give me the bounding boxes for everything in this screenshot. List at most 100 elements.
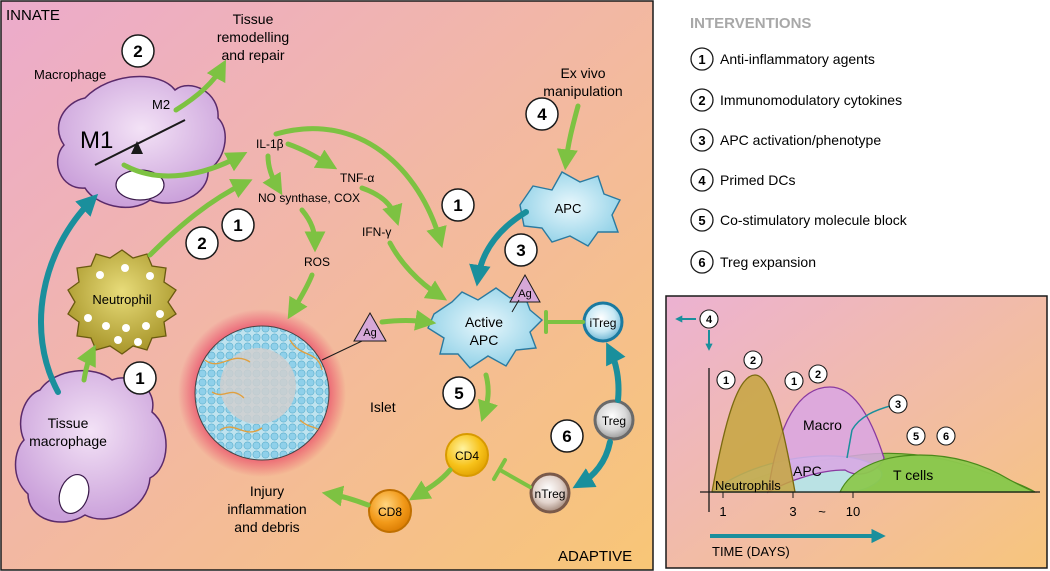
macrophage-label: Macrophage bbox=[34, 67, 106, 82]
intervention-number: 3 bbox=[698, 133, 705, 148]
badge-number: 4 bbox=[537, 105, 547, 124]
ag-apc-connector bbox=[511, 299, 520, 313]
apc3-connector-curve bbox=[851, 405, 891, 431]
intervention-number: 1 bbox=[698, 52, 705, 67]
intervention-item: 1 Anti-inflammatory agents bbox=[690, 47, 875, 71]
itreg-inhibits-apc bbox=[544, 310, 585, 334]
badge-number: 2 bbox=[133, 42, 142, 61]
macro-label: Macro bbox=[803, 417, 842, 433]
il1b-to-nos-arrow bbox=[262, 153, 283, 196]
apc-to-active-apc-arrow bbox=[469, 209, 529, 287]
badge-number: 1 bbox=[453, 196, 462, 215]
m1-m2-divider bbox=[94, 119, 186, 166]
badge-number: 1 bbox=[135, 369, 144, 388]
t-cells-label: T cells bbox=[893, 467, 933, 483]
ntreg-body bbox=[529, 472, 571, 514]
tissue-macrophage-cell: Tissue macrophage bbox=[14, 369, 167, 523]
apc-cell: APC bbox=[519, 171, 621, 247]
m1-label: M1 bbox=[80, 127, 113, 154]
badge-number: 3 bbox=[516, 241, 525, 260]
islet-to-apc-arrow bbox=[379, 309, 437, 331]
badge-tissue-mac-1: 1 bbox=[123, 361, 157, 395]
treg-to-itreg-arrow bbox=[606, 342, 626, 403]
ag-label: Ag bbox=[518, 288, 531, 300]
tissue-macrophage-nucleus bbox=[58, 474, 90, 514]
ros-to-islet-arrow bbox=[287, 272, 315, 320]
islet-label: Islet bbox=[370, 399, 396, 415]
badge-number: 2 bbox=[815, 369, 821, 381]
islet-vessels bbox=[204, 339, 324, 449]
ifn-to-apc-arrow bbox=[387, 240, 448, 301]
granule bbox=[102, 322, 110, 330]
badge-neutrophil-2: 2 bbox=[185, 226, 219, 260]
badge-number: 5 bbox=[454, 384, 463, 403]
neutrophil-cell: Neutrophil bbox=[67, 249, 177, 355]
granule bbox=[146, 272, 154, 280]
timeline-badge-macro-2: 2 bbox=[808, 364, 828, 384]
timeline-badge-4: 4 bbox=[699, 309, 719, 329]
divider-pivot-icon bbox=[131, 141, 143, 154]
apc-label: APC bbox=[555, 201, 582, 216]
ifng-label: IFN-γ bbox=[362, 225, 391, 239]
badge-number: 5 bbox=[913, 431, 919, 443]
treg-label: Treg bbox=[602, 414, 626, 428]
cd4-to-cd8-arrow bbox=[408, 467, 453, 501]
intervention-number: 2 bbox=[698, 93, 705, 108]
adaptive-label: ADAPTIVE bbox=[558, 548, 632, 565]
intervention-label: Anti-inflammatory agents bbox=[720, 51, 875, 67]
cd8-cell: CD8 bbox=[368, 489, 412, 533]
granule bbox=[134, 338, 142, 346]
ex-vivo-line2: manipulation bbox=[543, 83, 622, 99]
intervention-number: 6 bbox=[698, 255, 705, 270]
intervention-item: 2 Immunomodulatory cytokines bbox=[690, 88, 902, 112]
inhibition-markers bbox=[492, 310, 585, 489]
timeline-badge-apc-3: 3 bbox=[888, 394, 908, 414]
badge-number: 2 bbox=[750, 355, 756, 367]
apc-curve-label: APC bbox=[793, 463, 822, 479]
badge-neutrophil-1: 1 bbox=[221, 208, 255, 242]
badge-number: 4 bbox=[706, 314, 713, 326]
injury-line2: inflammation bbox=[227, 501, 306, 517]
m2-to-remodel-arrow bbox=[173, 59, 226, 113]
itreg-cell: iTreg bbox=[582, 301, 624, 343]
ros-label: ROS bbox=[304, 255, 330, 269]
tick-label: 10 bbox=[846, 504, 860, 519]
t-cells-front bbox=[839, 454, 1036, 493]
intervention-item: 5 Co-stimulatory molecule block bbox=[690, 208, 908, 232]
timeline-badge-neut-1: 1 bbox=[716, 370, 736, 390]
badge-ifn: 1 bbox=[441, 188, 475, 222]
neutrophils-label: Neutrophils bbox=[715, 478, 781, 493]
active-apc-cell: Active APC bbox=[427, 287, 544, 369]
islet-core bbox=[220, 348, 296, 424]
granule bbox=[96, 271, 104, 279]
islet: Islet bbox=[178, 309, 396, 477]
timeline-panel: Neutrophils Macro APC T cells 1 3 ~ 10 T… bbox=[665, 295, 1048, 569]
apc3-connector bbox=[846, 429, 853, 459]
exvivo-to-apc-arrow bbox=[556, 103, 581, 171]
tnf-to-ifn-arrow bbox=[359, 185, 403, 227]
ag-label: Ag bbox=[363, 327, 376, 339]
granule bbox=[114, 336, 122, 344]
granule bbox=[121, 264, 129, 272]
intervention-label: APC activation/phenotype bbox=[720, 132, 881, 148]
ag-triangle-apc: Ag bbox=[509, 273, 541, 303]
badge-number: 2 bbox=[197, 234, 206, 253]
nos-to-ros-arrow bbox=[299, 207, 326, 253]
badge-number: 1 bbox=[791, 376, 797, 388]
ntreg-label: nTreg bbox=[535, 487, 566, 501]
treg-cell: Treg bbox=[593, 399, 635, 441]
innate-label: INNATE bbox=[6, 7, 60, 24]
ag-islet-connector bbox=[321, 340, 363, 361]
intervention-number: 4 bbox=[698, 173, 706, 188]
intervention-item: 3 APC activation/phenotype bbox=[690, 128, 881, 152]
tissue-remodel-line3: and repair bbox=[221, 47, 284, 63]
intervention-label: Treg expansion bbox=[720, 254, 816, 270]
active-apc-line1: Active bbox=[465, 314, 503, 330]
il1b-label: IL-1β bbox=[256, 137, 284, 151]
ag-triangle-shape bbox=[353, 311, 387, 342]
badge-number: 1 bbox=[723, 375, 729, 387]
badge-number: 6 bbox=[562, 427, 571, 446]
ag-triangle-shape bbox=[509, 273, 541, 303]
granule bbox=[142, 322, 150, 330]
ex-vivo-line1: Ex vivo bbox=[560, 65, 605, 81]
